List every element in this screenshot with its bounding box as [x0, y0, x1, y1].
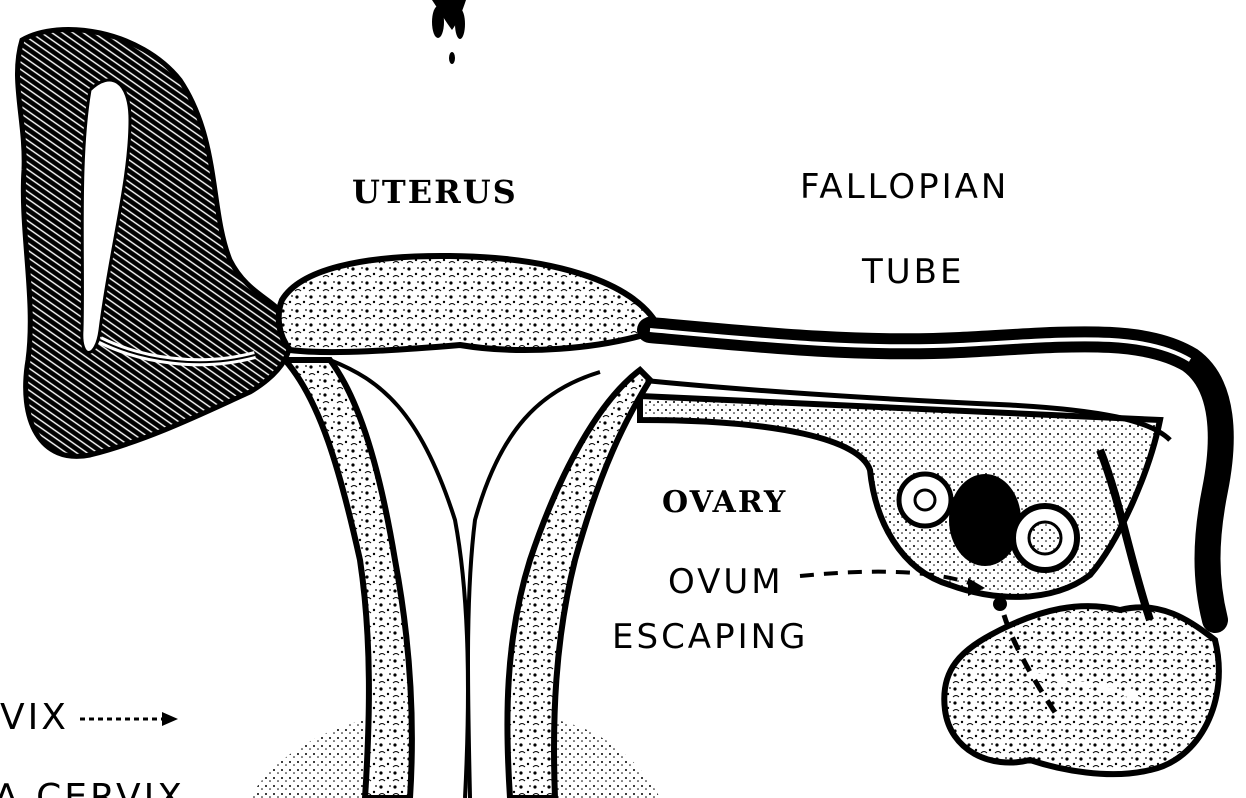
cervix-region — [250, 720, 660, 798]
left-ovary — [17, 29, 290, 456]
fallopian-label: FALLOPIAN — [800, 170, 1009, 204]
cervix-bottom-label: A CERVIX — [0, 780, 185, 798]
ink-drip — [432, 0, 466, 64]
ovary-label: OVARY — [662, 488, 787, 518]
uterus-label: UTERUS — [352, 176, 518, 208]
ovum-label: OVUM — [668, 565, 784, 599]
cervix-arrow — [80, 712, 178, 726]
escaping-label: ESCAPING — [612, 620, 808, 654]
cervix-label: VIX — [0, 700, 69, 736]
ovum-dot — [993, 597, 1007, 611]
uterus-fundus — [279, 256, 660, 352]
tube-label: TUBE — [862, 255, 964, 289]
